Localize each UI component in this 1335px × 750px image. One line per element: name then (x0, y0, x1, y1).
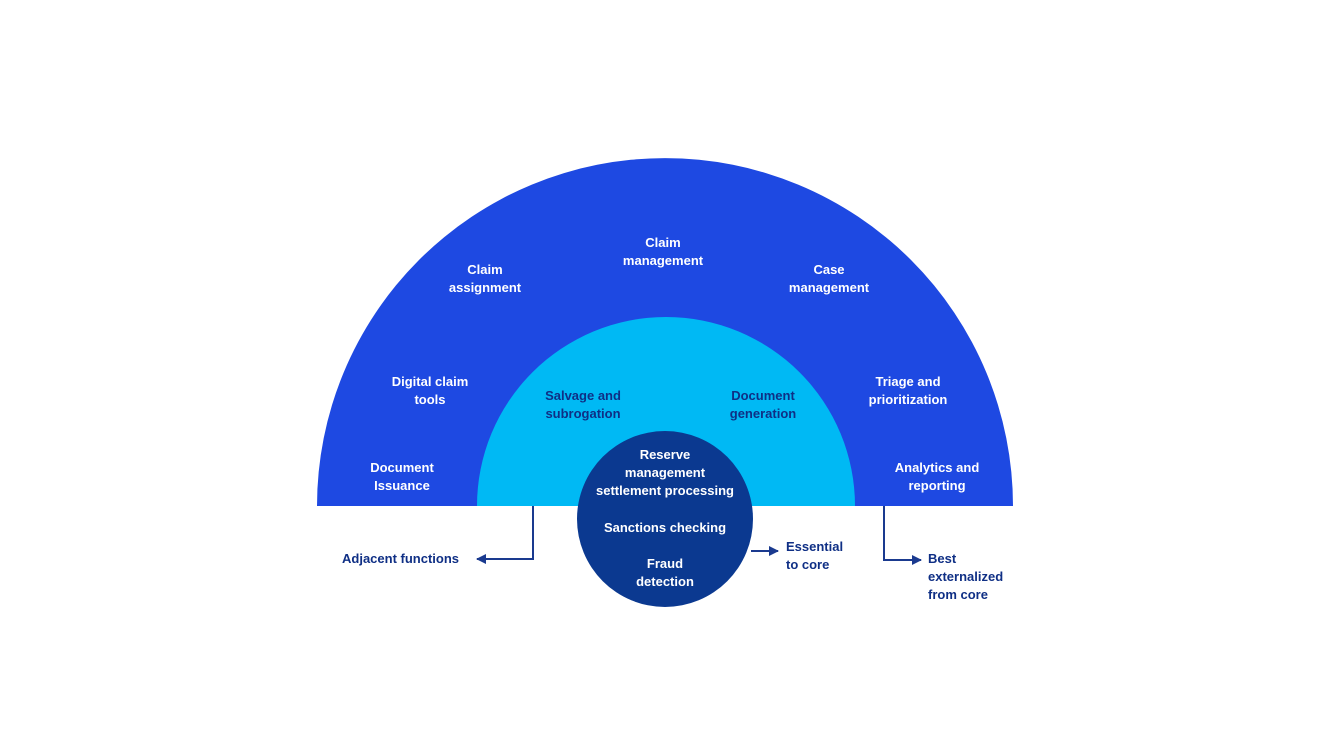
middle-item-salvage-subrogation: Salvage and subrogation (545, 388, 621, 421)
outer-item-claim-management: Claim management (622, 235, 704, 268)
legend-adjacent-functions: Adjacent functions (342, 551, 460, 566)
core-item-sanctions-checking: Sanctions checking (603, 520, 727, 535)
core-item-fraud-detection: Fraud detection (636, 556, 694, 589)
middle-item-document-generation: Document generation (729, 388, 797, 421)
legend-best-externalized: Best externalized from core (928, 551, 1004, 602)
adjacent-connector (476, 506, 534, 564)
outer-item-triage-prioritization: Triage and prioritization (868, 374, 948, 407)
externalized-connector (883, 506, 922, 565)
core-item-reserve-settlement: Reserve management settlement processing (596, 447, 734, 498)
outer-item-analytics-reporting: Analytics and reporting (894, 460, 980, 493)
outer-item-claim-assignment: Claim assignment (448, 262, 522, 295)
legend-essential-to-core: Essential to core (786, 539, 844, 572)
middle-ring (477, 317, 855, 506)
outer-item-case-management: Case management (788, 262, 870, 295)
core-circle (577, 431, 753, 607)
outer-item-digital-claim-tools: Digital claim tools (391, 374, 469, 407)
outer-item-document-issuance: Document Issuance (370, 460, 434, 493)
